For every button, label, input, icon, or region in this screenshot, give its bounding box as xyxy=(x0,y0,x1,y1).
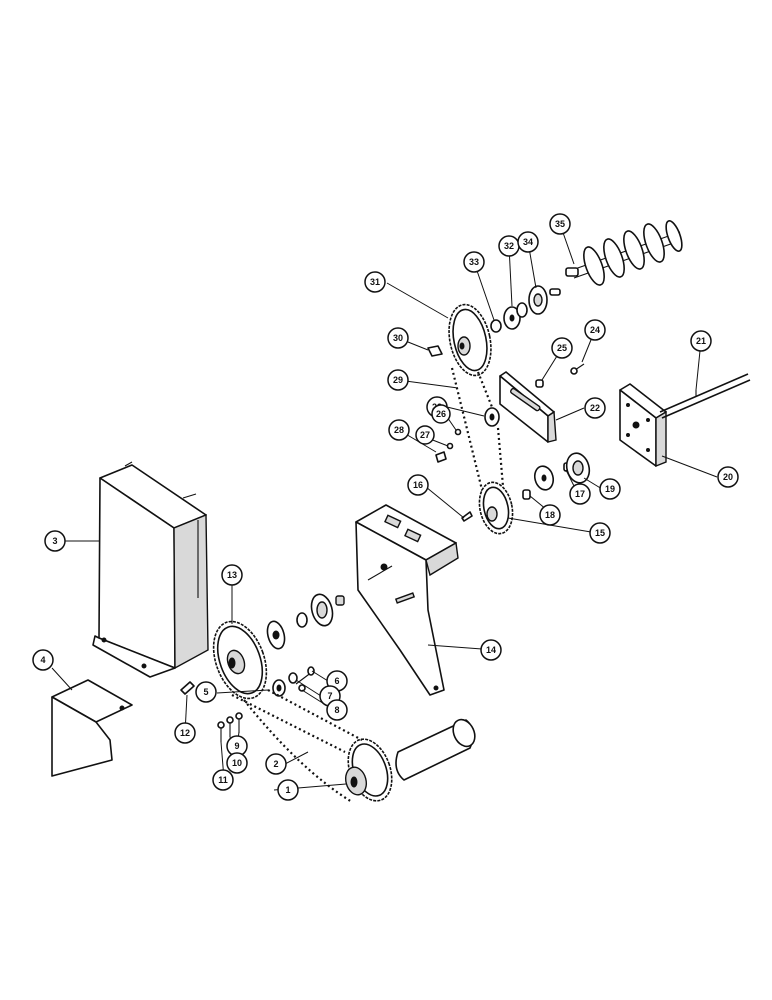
callout-3-label: 3 xyxy=(52,536,57,546)
rod-21 xyxy=(659,373,751,419)
callout-6-label: 6 xyxy=(334,676,339,686)
auger-35 xyxy=(565,220,683,286)
callout-19: 19 xyxy=(599,478,621,500)
callout-15: 15 xyxy=(589,522,611,544)
callout-17: 17 xyxy=(569,483,591,505)
callout-22: 22 xyxy=(584,397,606,419)
callout-14: 14 xyxy=(480,639,502,661)
lower-chain xyxy=(231,689,363,803)
callout-27-label: 27 xyxy=(420,430,430,440)
idler-23 xyxy=(484,407,500,427)
shield-housing xyxy=(92,461,209,678)
bearing-flange-lower xyxy=(266,593,345,650)
callout-8-label: 8 xyxy=(334,705,339,715)
callout-25: 25 xyxy=(551,337,573,359)
callout-15-label: 15 xyxy=(595,528,605,538)
callout-31-label: 31 xyxy=(370,277,380,287)
callout-2: 2 xyxy=(265,753,287,775)
callout-2-label: 2 xyxy=(273,759,278,769)
callout-27: 27 xyxy=(415,425,435,445)
key-16 xyxy=(461,511,473,522)
callout-20-label: 20 xyxy=(723,472,733,482)
callout-1-label: 1 xyxy=(285,785,290,795)
callout-12-label: 12 xyxy=(180,728,190,738)
callout-32-label: 32 xyxy=(504,241,514,251)
callout-33-label: 33 xyxy=(469,257,479,267)
callout-22-label: 22 xyxy=(590,403,600,413)
callout-14-label: 14 xyxy=(486,645,496,655)
callout-21-label: 21 xyxy=(696,336,706,346)
callout-9-label: 9 xyxy=(234,741,239,751)
callout-26-label: 26 xyxy=(436,409,446,419)
callout-10: 10 xyxy=(226,752,248,774)
large-sprocket-13 xyxy=(212,620,268,700)
callout-26: 26 xyxy=(431,404,451,424)
upper-sprocket-31 xyxy=(448,303,492,377)
callout-17-label: 17 xyxy=(575,489,585,499)
end-plate-20 xyxy=(619,383,667,468)
callout-35-label: 35 xyxy=(555,219,565,229)
callout-11-label: 11 xyxy=(218,775,228,785)
nut-25 xyxy=(535,379,544,388)
callout-32: 32 xyxy=(498,235,520,257)
callout-7-label: 7 xyxy=(327,691,332,701)
callout-30: 30 xyxy=(387,327,409,349)
callout-30-label: 30 xyxy=(393,333,403,343)
callout-10-label: 10 xyxy=(232,758,242,768)
callout-31: 31 xyxy=(364,271,386,293)
callout-29: 29 xyxy=(387,369,409,391)
callout-24: 24 xyxy=(584,319,606,341)
callout-13: 13 xyxy=(221,564,243,586)
callout-11: 11 xyxy=(212,769,234,791)
callout-21: 21 xyxy=(690,330,712,352)
callout-25-label: 25 xyxy=(557,343,567,353)
callout-16-label: 16 xyxy=(413,480,423,490)
sprocket-15 xyxy=(478,481,514,535)
bolts-lower xyxy=(217,712,243,742)
callout-29-label: 29 xyxy=(393,375,403,385)
bearing-stack xyxy=(490,285,561,333)
callout-13-label: 13 xyxy=(227,570,237,580)
hub-hardware-lower xyxy=(272,666,315,697)
hardware-upper xyxy=(427,345,462,463)
callout-18: 18 xyxy=(539,504,561,526)
callout-34-label: 34 xyxy=(523,237,533,247)
key-12 xyxy=(180,681,195,695)
callout-28-label: 28 xyxy=(394,425,404,435)
callout-18-label: 18 xyxy=(545,510,555,520)
bolt-24 xyxy=(570,363,585,375)
callout-28: 28 xyxy=(388,419,410,441)
callout-20: 20 xyxy=(717,466,739,488)
shield-bracket xyxy=(51,679,133,777)
callout-19-label: 19 xyxy=(605,484,615,494)
callout-35: 35 xyxy=(549,213,571,235)
mounting-bracket xyxy=(355,504,459,696)
callout-34: 34 xyxy=(517,231,539,253)
bearing-flange-upper xyxy=(522,452,591,500)
callout-12: 12 xyxy=(174,722,196,744)
callout-33: 33 xyxy=(463,251,485,273)
drive-sprocket-1 xyxy=(344,718,476,802)
callout-16: 16 xyxy=(407,474,429,496)
callout-1: 1 xyxy=(277,779,299,801)
callout-4: 4 xyxy=(32,649,54,671)
callout-8: 8 xyxy=(326,699,348,721)
callout-5: 5 xyxy=(195,681,217,703)
callout-5-label: 5 xyxy=(203,687,208,697)
callout-3: 3 xyxy=(44,530,66,552)
callout-24-label: 24 xyxy=(590,325,600,335)
upper-chain xyxy=(450,367,506,499)
callout-4-label: 4 xyxy=(40,655,45,665)
idler-bracket-22 xyxy=(499,371,557,443)
